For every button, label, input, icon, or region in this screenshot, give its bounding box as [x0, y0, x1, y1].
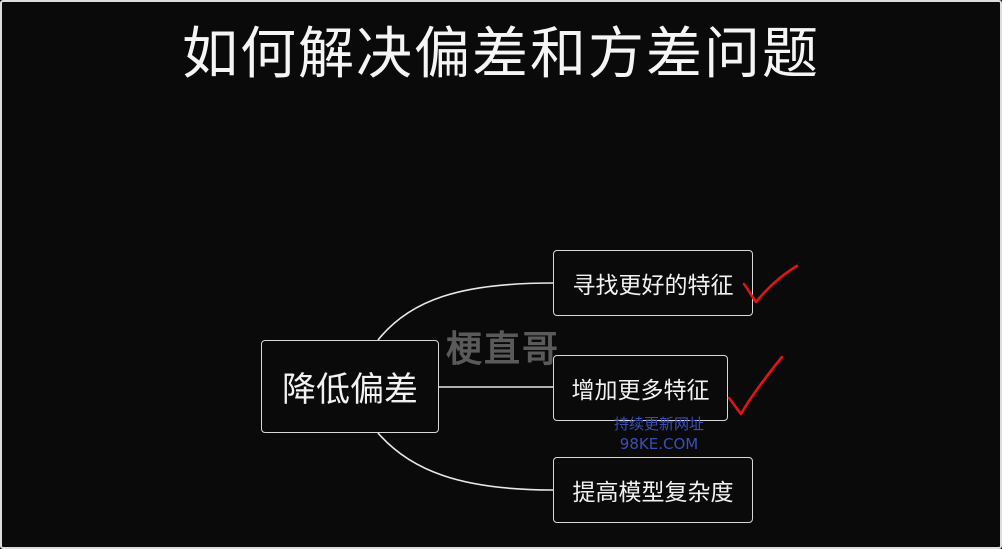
- check-mark-icon: [727, 355, 784, 416]
- connector-to-child-1: [377, 282, 554, 341]
- connector-to-child-3: [377, 432, 554, 491]
- watermark-url: 持续更新网址 98KE.COM: [614, 414, 704, 454]
- mindmap-root-node: 降低偏差: [261, 340, 439, 433]
- check-mark-icon: [742, 264, 799, 304]
- slide-title: 如何解决偏差和方差问题: [182, 22, 820, 87]
- watermark-url-line2: 98KE.COM: [619, 435, 699, 453]
- mindmap-child-node: 增加更多特征: [553, 355, 728, 421]
- mindmap-child-node: 提高模型复杂度: [553, 457, 753, 523]
- watermark-text: 梗直哥: [446, 329, 561, 370]
- mindmap-child-node: 寻找更好的特征: [553, 250, 753, 316]
- watermark-url-line1: 持续更新网址: [614, 415, 705, 433]
